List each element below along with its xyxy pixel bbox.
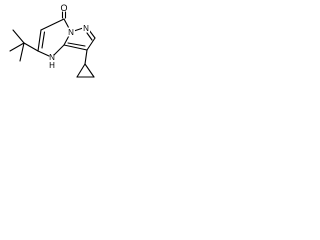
bond-c5-tbu [23,42,39,52]
nitrogen-bridge-mask [67,27,75,37]
nitrogen-top-label: N [83,24,89,33]
bond-c5-c6-inner [41,31,46,49]
bond-n1-c2-inner [86,32,93,41]
amine-hydrogen-label: H [49,61,55,70]
amine-nitrogen-label: N [49,53,55,62]
oxygen-label: O [60,3,67,13]
bond-c3a-n4 [53,44,65,56]
bond-c3-c3a-inner [67,42,86,47]
nitrogen-bridge-label: N [68,28,74,37]
bond-tbu-me3 [19,42,25,62]
bond-tbu-me1 [12,29,25,44]
nitrogen-top-mask [82,23,90,32]
bond-c3-cp1 [84,49,88,65]
bond-n4-c5 [37,50,50,57]
molecule-structure: O N N N H [9,3,96,78]
bond-c2-c3 [86,37,96,51]
bond-c3-c3a [63,44,88,51]
bond-c5-c6 [37,29,42,52]
bond-tbu-me2 [9,42,25,52]
bond-cp1-cp3 [84,63,95,78]
bond-c6-c7 [40,18,65,31]
bond-cp1-cp2 [76,63,86,78]
